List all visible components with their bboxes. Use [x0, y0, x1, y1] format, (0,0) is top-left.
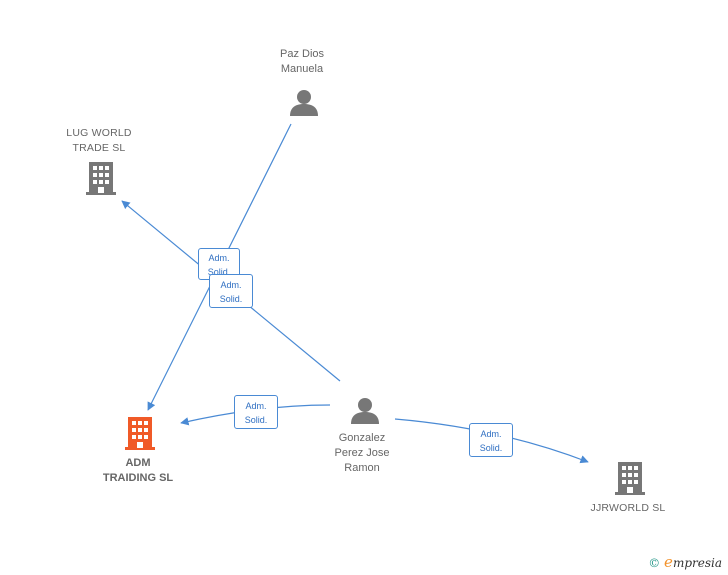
node-label-line: TRADE SL — [72, 142, 126, 154]
node-label-line: ADM — [125, 457, 151, 469]
edge-label-line: Adm. — [208, 253, 230, 263]
brand-name: mpresia — [672, 556, 722, 570]
node-label-line: Manuela — [280, 63, 324, 75]
copyright-symbol: © — [648, 556, 661, 570]
edge-label-line: Adm. — [480, 429, 502, 439]
node-label-line: Paz Dios — [279, 48, 325, 60]
node-label-line: Ramon — [344, 462, 380, 474]
node-label-adm[interactable]: ADM TRAIDING SL — [78, 456, 198, 486]
edge-label-line: Solid. — [207, 267, 231, 277]
edge-label-adm-solid[interactable]: Adm. Solid. — [469, 423, 513, 457]
footer-brand[interactable]: © empresia — [648, 553, 722, 571]
node-label-line: TRAIDING SL — [102, 472, 174, 484]
edge-label-line: Solid. — [219, 294, 243, 304]
node-label-jjr[interactable]: JJRWORLD SL — [572, 501, 684, 516]
building-icon — [125, 417, 155, 450]
person-icon — [290, 90, 318, 116]
building-icon — [86, 162, 116, 195]
node-label-line: LUG WORLD — [66, 127, 132, 139]
node-label-lug[interactable]: LUG WORLD TRADE SL — [44, 126, 154, 156]
person-icon — [351, 398, 379, 424]
node-label-line: Gonzalez — [338, 432, 386, 444]
edge-label-line: Solid. — [479, 443, 503, 453]
edge-label-adm-solid[interactable]: Adm. Solid. — [234, 395, 278, 429]
edge-label-line: Adm. — [220, 280, 242, 290]
node-label-paz[interactable]: Paz Dios Manuela — [252, 47, 352, 77]
building-icon — [615, 462, 645, 495]
node-label-line: Perez Jose — [334, 447, 390, 459]
node-label-line: JJRWORLD SL — [590, 502, 666, 514]
node-label-gonzalez[interactable]: Gonzalez Perez Jose Ramon — [312, 431, 412, 476]
edge-label-line: Adm. — [245, 401, 267, 411]
edge-label-line: Solid. — [244, 415, 268, 425]
brand-initial: e — [664, 553, 673, 571]
edge-label-adm-solid[interactable]: Adm. Solid. — [209, 274, 253, 308]
